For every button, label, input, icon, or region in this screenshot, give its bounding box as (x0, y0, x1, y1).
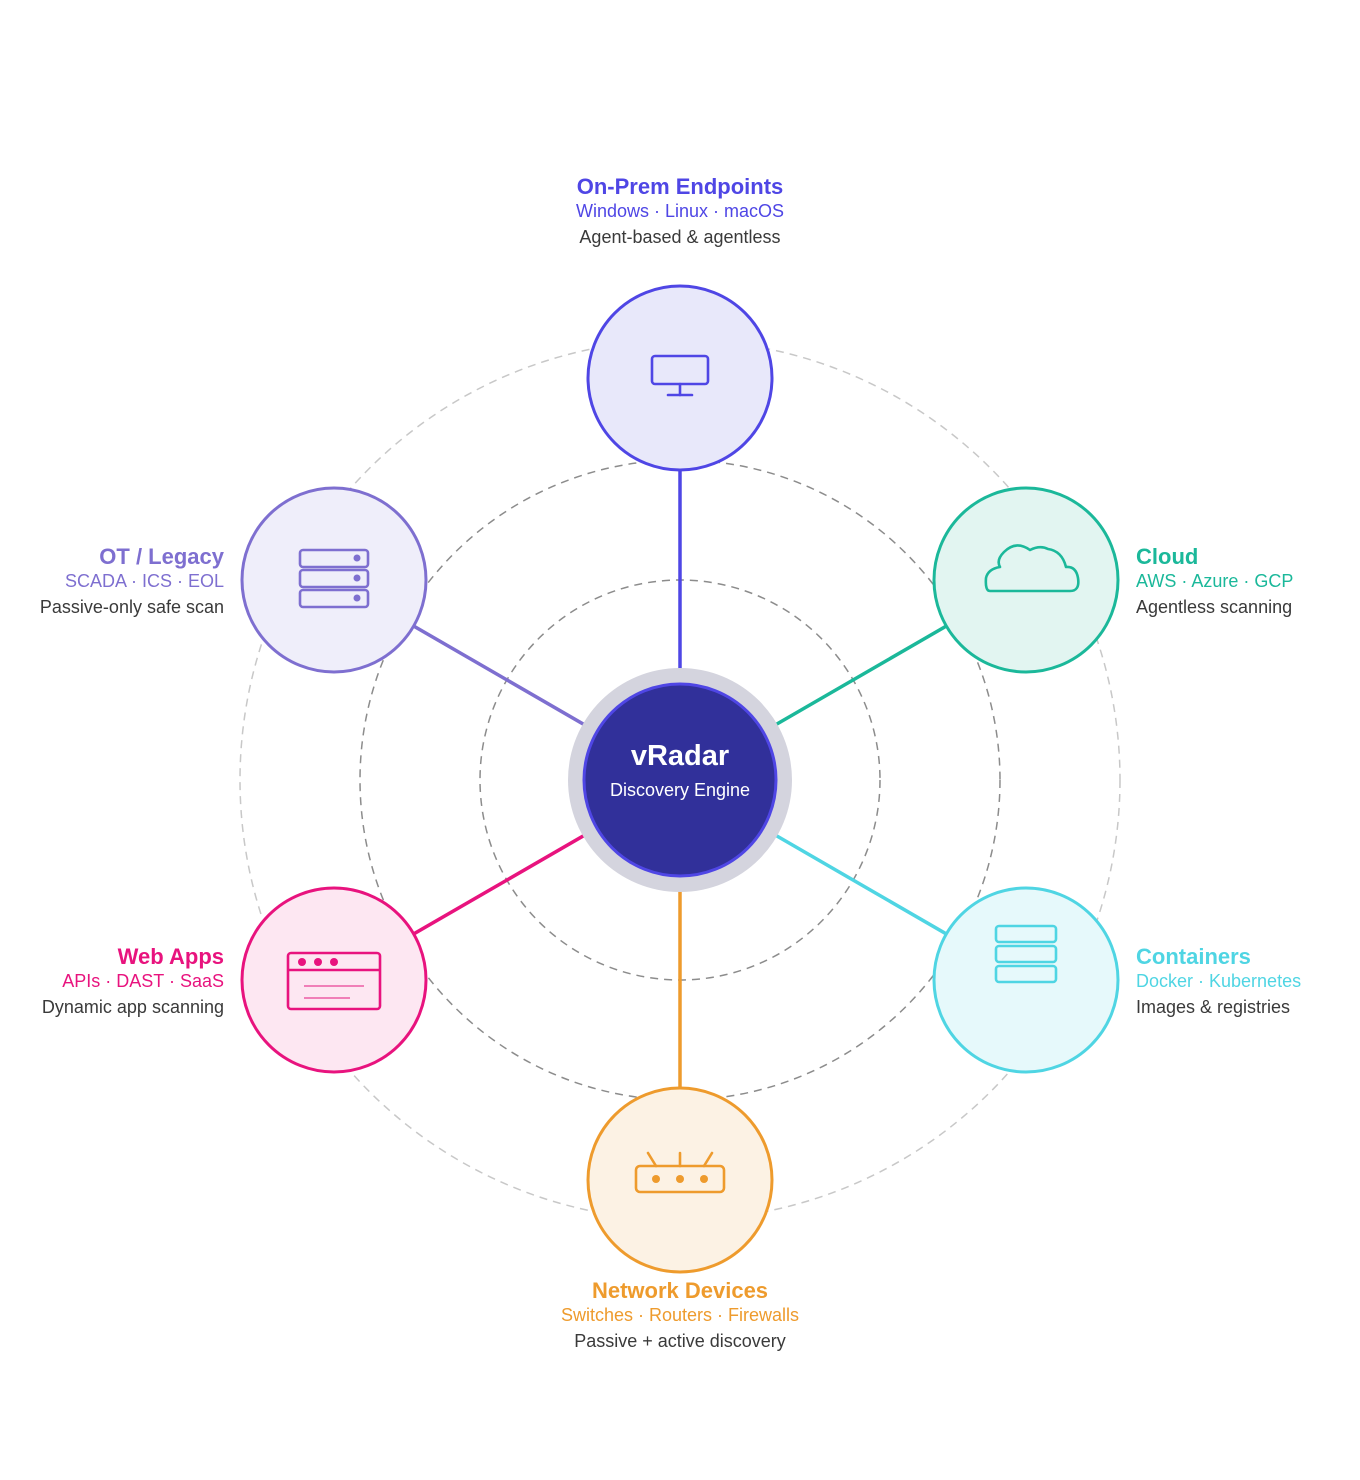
hub-subtitle: Discovery Engine (609, 780, 751, 800)
containers-subtitle: Docker · Kubernetes (1136, 971, 1302, 991)
node-cloud[interactable] (932, 486, 1120, 674)
network-title: Network Devices (591, 1278, 769, 1303)
cloud-icon (984, 544, 1080, 593)
label-containers: Containers Docker · Kubernetes Images & … (1136, 944, 1356, 1019)
label-cloud: Cloud AWS · Azure · GCP Agentless scanni… (1136, 544, 1356, 619)
hub-circle[interactable] (582, 682, 778, 878)
network-subtitle: Switches · Routers · Firewalls (560, 1305, 800, 1325)
onprem-description: Agent-based & agentless (579, 227, 781, 247)
router-icon (634, 1151, 726, 1194)
server-rack-icon (298, 548, 370, 609)
label-webapps: Web Apps APIs · DAST · SaaS Dynamic app … (4, 944, 224, 1019)
node-onprem[interactable] (586, 284, 774, 472)
cloud-title: Cloud (1136, 544, 1199, 569)
node-webapps[interactable] (240, 886, 428, 1074)
webapps-subtitle: APIs · DAST · SaaS (62, 971, 224, 991)
label-network: Network Devices Switches · Routers · Fir… (500, 1278, 860, 1353)
onprem-subtitle: Windows · Linux · macOS (575, 201, 785, 221)
network-description: Passive + active discovery (574, 1331, 786, 1351)
ring-middle (359, 459, 1001, 1101)
ot-description: Passive-only safe scan (39, 597, 224, 617)
hub-label: vRadar Discovery Engine (580, 740, 780, 801)
label-ot: OT / Legacy SCADA · ICS · EOL Passive-on… (4, 544, 224, 619)
container-stack-icon (994, 924, 1058, 984)
containers-title: Containers (1136, 944, 1251, 969)
cloud-subtitle: AWS · Azure · GCP (1136, 571, 1294, 591)
webapps-title: Web Apps (117, 944, 224, 969)
webapps-description: Dynamic app scanning (41, 997, 224, 1017)
label-onprem: On-Prem Endpoints Windows · Linux · macO… (500, 174, 860, 249)
containers-description: Images & registries (1136, 997, 1291, 1017)
browser-window-icon (286, 951, 382, 1011)
ot-subtitle: SCADA · ICS · EOL (64, 571, 224, 591)
cloud-description: Agentless scanning (1136, 597, 1293, 617)
node-ot[interactable] (240, 486, 428, 674)
ot-title: OT / Legacy (99, 544, 224, 569)
onprem-title: On-Prem Endpoints (576, 174, 784, 199)
monitor-icon (650, 354, 710, 397)
hub-title: vRadar (630, 740, 730, 772)
node-network[interactable] (586, 1086, 774, 1274)
node-containers[interactable] (932, 886, 1120, 1074)
